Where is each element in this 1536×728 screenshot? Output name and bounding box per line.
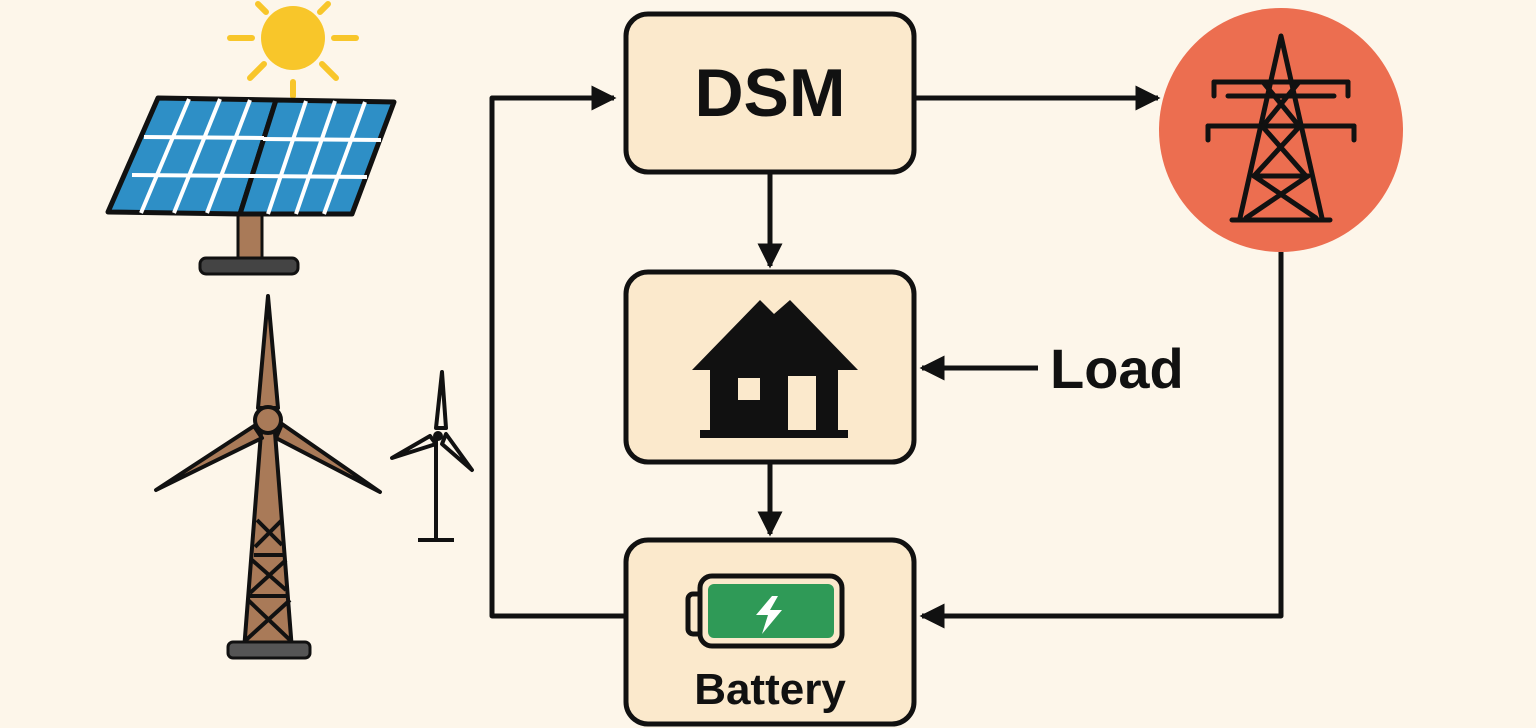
- sun-icon: [227, 1, 359, 99]
- house-icon: [692, 300, 858, 438]
- lightning-icon: [756, 596, 782, 634]
- solar-panel-icon: [105, 95, 397, 276]
- arrow-battery-to-dsm: [489, 85, 626, 619]
- transmission-tower-icon: [1205, 33, 1357, 223]
- load-label: Load: [1050, 336, 1184, 400]
- grid-circle: [1159, 8, 1403, 252]
- dsm-label: DSM: [694, 55, 846, 131]
- arrow-grid-to-battery: [919, 252, 1284, 629]
- battery-icon: [685, 573, 845, 649]
- wind-turbine-icon: [154, 294, 382, 660]
- small-wind-turbine-icon: [390, 370, 474, 542]
- battery-label: Battery: [694, 665, 846, 714]
- grid-node: [1159, 8, 1403, 252]
